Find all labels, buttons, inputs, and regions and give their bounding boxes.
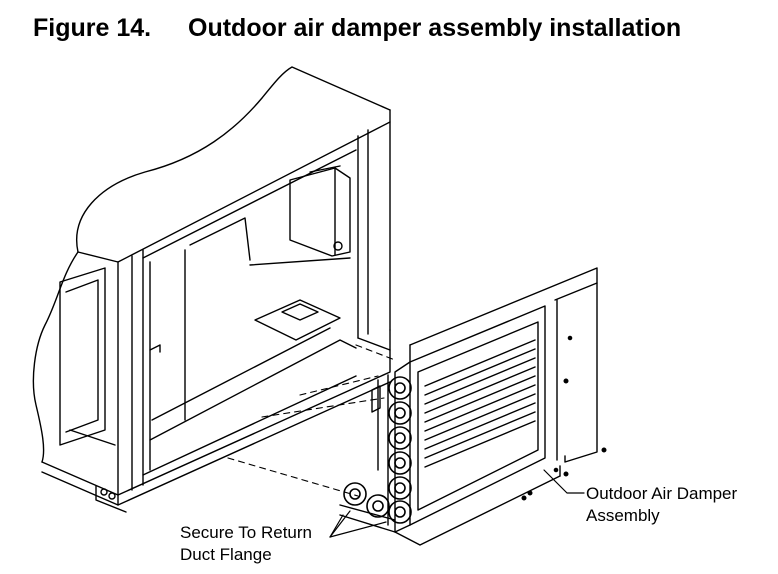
callout-leaders [329,469,585,538]
rooftop-unit [32,66,391,513]
callout-secure-to-return-duct-flange: Secure To Return Duct Flange [180,522,312,566]
damper-blades [424,339,536,468]
callout-line: Assembly [586,506,660,525]
callout-line: Secure To Return [180,523,312,542]
figure-number: Figure 14. [33,14,152,42]
linkage-gears [343,376,412,524]
unit-break-line [76,66,391,253]
figure-caption: Outdoor air damper assembly installation [188,14,682,42]
damper-assembly [339,267,607,546]
callout-outdoor-air-damper-assembly: Outdoor Air Damper Assembly [586,483,737,527]
damper-rear-flange [409,267,598,463]
alignment-lines [227,344,396,497]
damper-frame [409,305,546,526]
figure-title: Figure 14. Outdoor air damper assembly in… [33,12,681,44]
callout-line: Duct Flange [180,545,272,564]
callout-line: Outdoor Air Damper [586,484,738,503]
